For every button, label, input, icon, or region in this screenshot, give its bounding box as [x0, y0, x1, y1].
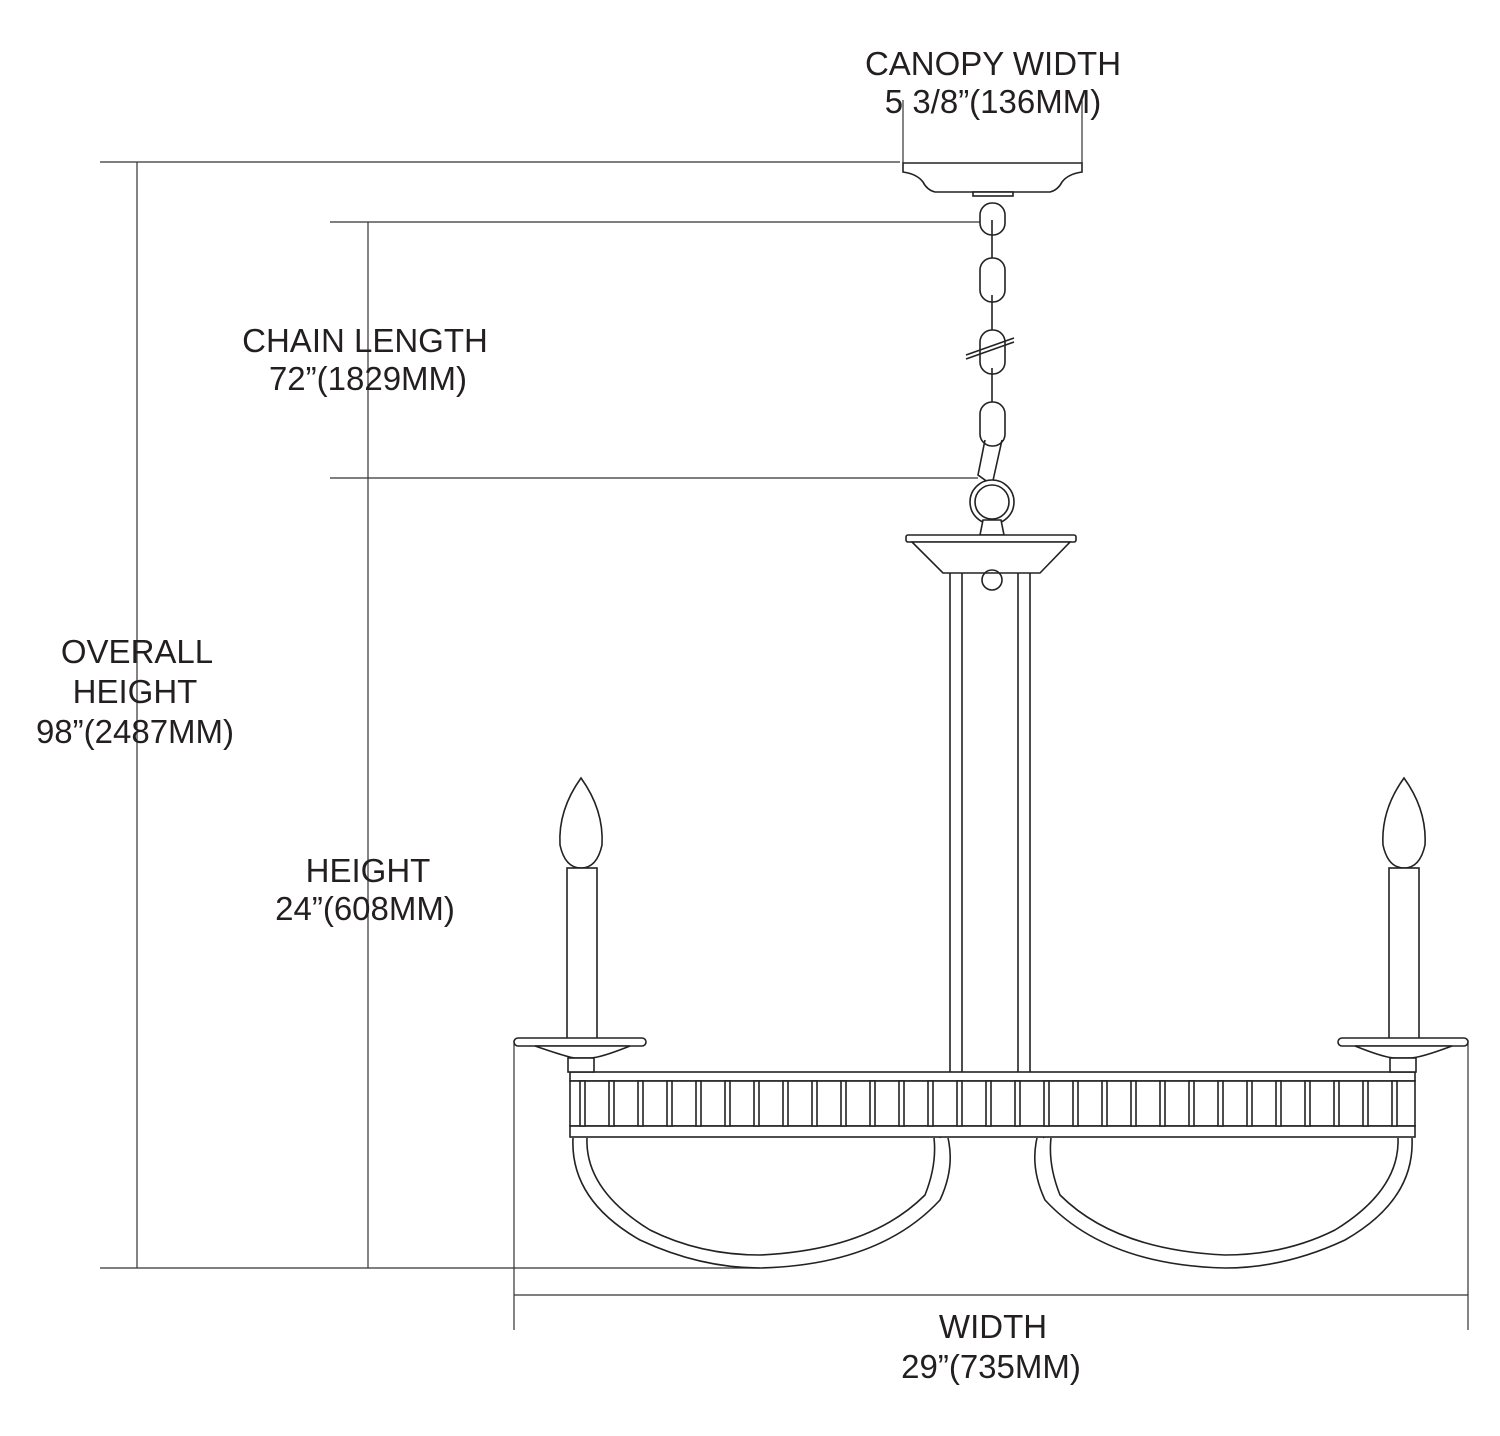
- chain-length-value: 72”(1829MM): [269, 360, 467, 397]
- width-dimension: [513, 1040, 1469, 1330]
- width-value: 29”(735MM): [901, 1348, 1081, 1385]
- band-slat: [1014, 1080, 1021, 1127]
- band-slat: [637, 1080, 644, 1127]
- band-slat: [782, 1080, 789, 1127]
- band-slat: [1130, 1080, 1137, 1127]
- band-slat: [666, 1080, 673, 1127]
- canopy-width-value: 5 3/8”(136MM): [885, 83, 1101, 120]
- band-slat: [1072, 1080, 1079, 1127]
- column: [905, 534, 1077, 1139]
- band-slat: [840, 1080, 847, 1127]
- band-slat: [1304, 1080, 1311, 1127]
- lower-arms: [572, 1137, 1413, 1269]
- band-slat: [898, 1080, 905, 1127]
- band-slat: [1333, 1080, 1340, 1127]
- band-slat: [579, 1080, 586, 1127]
- canopy: [902, 100, 1083, 197]
- band-slat: [1275, 1080, 1282, 1127]
- chain: [965, 202, 1015, 536]
- height-value: 24”(608MM): [275, 890, 455, 927]
- chain-length-label: CHAIN LENGTH: [242, 322, 488, 359]
- band-slat: [869, 1080, 876, 1127]
- overall-height-label-1: OVERALL: [61, 633, 213, 670]
- band-slat: [1188, 1080, 1195, 1127]
- width-label: WIDTH: [939, 1308, 1047, 1345]
- band-slat: [985, 1080, 992, 1127]
- overall-height-value: 98”(2487MM): [36, 713, 234, 750]
- band-slat: [1101, 1080, 1108, 1127]
- overall-height-label-2: HEIGHT: [73, 673, 198, 710]
- height-label: HEIGHT: [306, 852, 431, 889]
- band-slat: [753, 1080, 760, 1127]
- band-slat: [1246, 1080, 1253, 1127]
- band-slat: [1217, 1080, 1224, 1127]
- chain-and-height-dimension: [330, 221, 982, 1268]
- canopy-width-label: CANOPY WIDTH: [865, 45, 1121, 82]
- candle-left: [513, 776, 647, 1073]
- band-slat: [1043, 1080, 1050, 1127]
- band-slat: [927, 1080, 934, 1127]
- band-slat: [1362, 1080, 1369, 1127]
- band-slat: [724, 1080, 731, 1127]
- band-slat: [811, 1080, 818, 1127]
- band-slat: [956, 1080, 963, 1127]
- decorative-band: [569, 1071, 1416, 1138]
- overall-height-dimension: [100, 161, 900, 1269]
- band-slat: [1159, 1080, 1166, 1127]
- band-slat: [608, 1080, 615, 1127]
- band-slat: [695, 1080, 702, 1127]
- candle-right: [1337, 776, 1469, 1073]
- band-slat: [1391, 1080, 1398, 1127]
